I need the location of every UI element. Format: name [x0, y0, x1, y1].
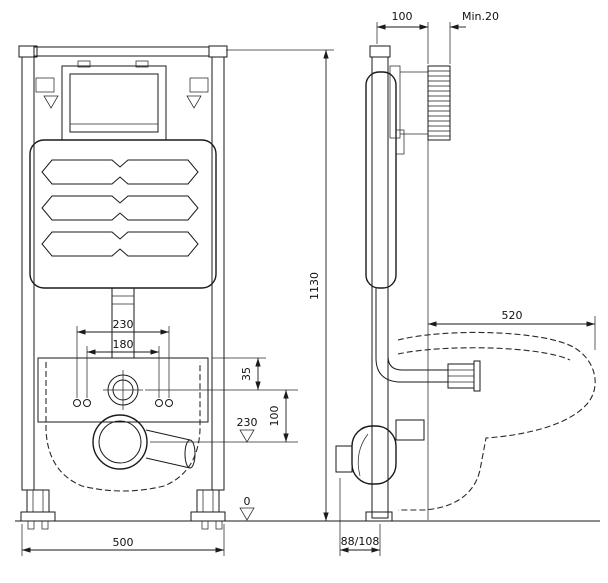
- elbow-inner-line: [357, 433, 369, 477]
- outlet-spigot-end: [184, 439, 196, 469]
- cistern: [29, 139, 217, 289]
- foot-left: [26, 489, 50, 513]
- dim-bolt-outer-label: 230: [113, 318, 134, 331]
- wall-hatch: [428, 70, 450, 137]
- dim-wall-min-label: Min.20: [462, 10, 499, 23]
- level-mark-right-icon: [186, 95, 202, 109]
- front-view: 230 180 35 100 230 0: [18, 45, 334, 556]
- right-rail-cap: [208, 45, 228, 58]
- dim-plate-to-flush: 35: [145, 357, 298, 391]
- cistern-side: [365, 71, 405, 289]
- level-outlet: 230: [237, 416, 258, 443]
- outlet-stub: [335, 445, 353, 473]
- cistern-bracket: [395, 129, 405, 155]
- dim-flush-to-outlet-label: 100: [268, 406, 281, 427]
- feet: [20, 489, 226, 530]
- anchor-bolt-left-2: [41, 520, 49, 530]
- wall-section: [427, 65, 451, 520]
- dim-frame-width-label: 500: [113, 536, 134, 549]
- cistern-rib-3: [41, 231, 199, 257]
- bolt-hole-3: [155, 399, 163, 407]
- plate-outer: [61, 65, 167, 141]
- anchor-bolt-right-1: [201, 520, 209, 530]
- level-outlet-label: 230: [237, 416, 258, 429]
- outlet-spigot-top: [145, 429, 191, 441]
- dim-bowl-depth-label: 520: [502, 309, 523, 322]
- dim-outlet-distance: 88/108: [339, 478, 381, 556]
- access-shaft: [389, 65, 428, 139]
- flush-plate-frame: [61, 60, 167, 141]
- elbow-to-bowl-connector: [395, 419, 425, 441]
- bolt-hole-2: [83, 399, 91, 407]
- flush-pipe-side: [375, 288, 481, 392]
- wall-brackets: [35, 77, 209, 109]
- level-floor-triangle-icon: [239, 507, 255, 521]
- level-outlet-triangle-icon: [239, 429, 255, 443]
- side-rail-cap: [369, 45, 391, 58]
- cistern-body: [29, 139, 217, 289]
- level-floor: 0: [239, 495, 255, 521]
- bracket-left: [35, 77, 55, 93]
- level-mark-left-icon: [43, 95, 59, 109]
- anchor-bolt-left-1: [27, 520, 35, 530]
- frame-rails: [18, 45, 228, 491]
- plate-inner: [69, 73, 159, 133]
- bowl-outline-front: [45, 362, 201, 492]
- dim-wall-min: Min.20: [413, 10, 499, 64]
- dim-bolt-inner: 180: [86, 338, 160, 398]
- anchor-bolt-right-2: [215, 520, 223, 530]
- dim-plate-to-flush-label: 35: [240, 367, 253, 381]
- dim-bolt-outer: 230: [76, 318, 170, 398]
- level-floor-label: 0: [244, 495, 251, 508]
- dim-frame-height: 1130: [226, 49, 334, 521]
- outlet-outer: [92, 414, 148, 470]
- dim-flush-to-outlet: 100: [150, 390, 298, 443]
- base-plate-left: [20, 511, 56, 522]
- right-rail: [211, 56, 225, 491]
- side-view: 100 Min.20 520 88/108: [335, 10, 596, 556]
- dim-frame-width: 500: [21, 524, 225, 556]
- dim-frame-height-label: 1130: [308, 272, 321, 300]
- dim-frame-depth-label: 100: [392, 10, 413, 23]
- dim-bolt-inner-label: 180: [113, 338, 134, 351]
- base-plate-right: [190, 511, 226, 522]
- bolt-hole-4: [165, 399, 173, 407]
- left-rail: [21, 56, 35, 491]
- bracket-right: [189, 77, 209, 93]
- bolt-hole-1: [73, 399, 81, 407]
- plate-tab-left: [77, 60, 91, 68]
- waste-elbow: [335, 419, 425, 485]
- side-base-plate: [365, 511, 393, 522]
- plate-tab-right: [135, 60, 149, 68]
- plate-section: [389, 65, 401, 139]
- wall-block: [427, 65, 451, 141]
- dim-bowl-depth: 520: [428, 309, 596, 350]
- foot-right: [196, 489, 220, 513]
- dim-frame-depth: 100: [376, 10, 429, 64]
- cistern-rib-1: [41, 159, 199, 185]
- cistern-side-body: [365, 71, 397, 289]
- outlet-inner: [98, 420, 142, 464]
- bowl-outline-side: [397, 331, 596, 511]
- cistern-rib-2: [41, 195, 199, 221]
- waste-outlet-front: [92, 414, 196, 470]
- outlet-spigot-bottom: [145, 457, 191, 469]
- dim-outlet-distance-label: 88/108: [341, 535, 380, 548]
- top-crossbar: [33, 46, 210, 57]
- inlet-end-cap: [473, 360, 481, 392]
